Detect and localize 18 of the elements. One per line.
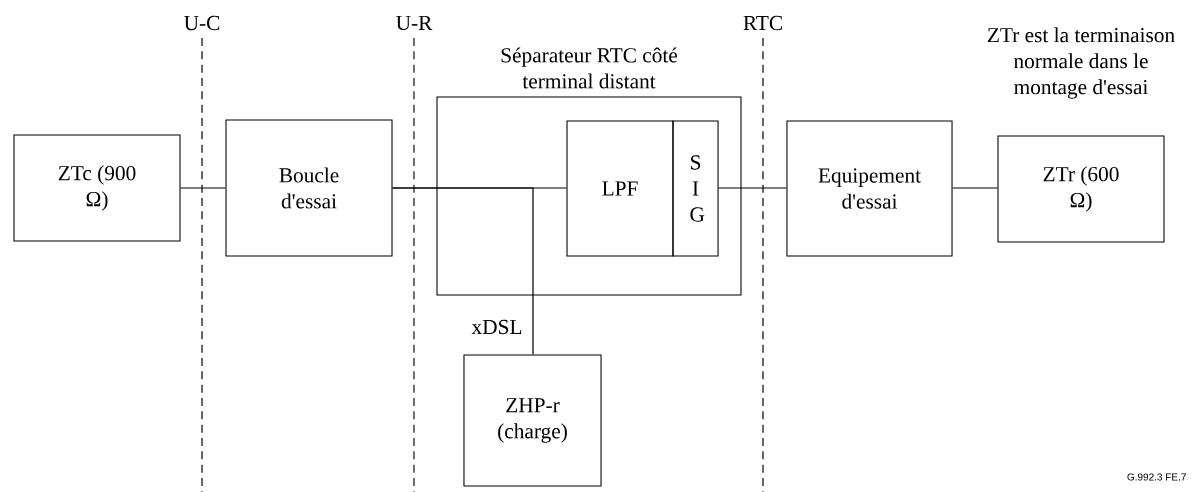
filter-box: S I G (672, 120, 719, 257)
block-box: ZTc (900 Ω) (13, 134, 181, 242)
note-text: ZTr est la terminaison normale dans le montage d'essai (987, 27, 1175, 99)
block-box: ZTr (600 Ω) (997, 135, 1165, 243)
connector-line (951, 187, 999, 189)
block-box: Boucle d'essai (225, 119, 393, 257)
interface-label: RTC (743, 15, 782, 31)
edge-label: xDSL (471, 319, 522, 335)
connector-line (179, 187, 227, 189)
figure-number: G.992.3 FE.7 (1127, 473, 1186, 481)
block-box: Equipement d'essai (786, 120, 953, 257)
interface-label: U-R (396, 15, 433, 31)
box-heading: Séparateur RTC côté terminal distant (501, 47, 678, 89)
filter-box: LPF (566, 120, 674, 257)
connector-line (717, 187, 788, 189)
block-box: ZHP-r (charge) (463, 354, 602, 487)
interface-label: U-C (184, 15, 220, 31)
connector-line (391, 187, 534, 356)
